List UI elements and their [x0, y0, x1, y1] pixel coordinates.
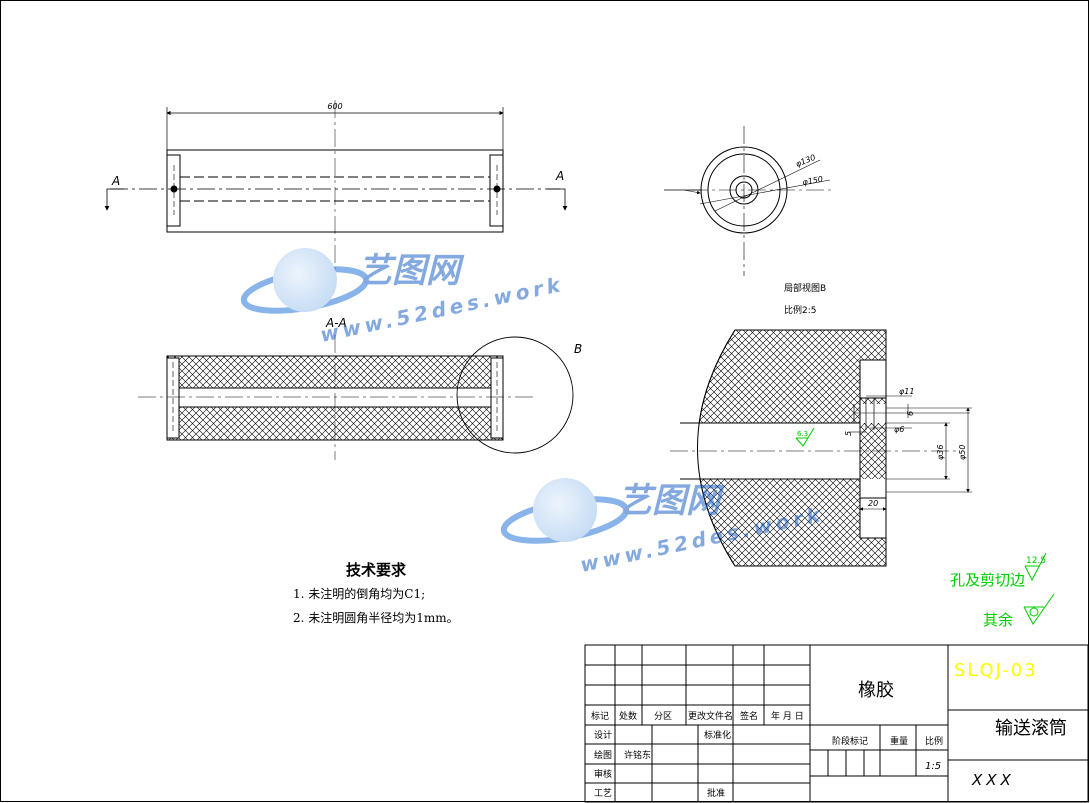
row-approve: 批准 [707, 787, 725, 799]
section-title: A-A [325, 316, 347, 330]
header-zone: 分区 [654, 711, 672, 722]
header-change-doc: 更改文件名 [688, 710, 733, 722]
stage-mark: 阶段标记 [832, 735, 868, 747]
row-process: 工艺 [594, 788, 612, 799]
right-pin [493, 185, 501, 193]
leader-dia150 [699, 179, 831, 205]
tech-req-item-2: 2. 未注明圆角半径均为1mm。 [293, 610, 459, 625]
dim-6: 6 [906, 411, 915, 416]
roughness-12-5-icon [1024, 552, 1047, 582]
roughness-other-icon [1023, 593, 1055, 625]
left-pin [170, 185, 178, 193]
watermark-1: 艺图网 www.52des.work [240, 248, 566, 347]
header-mark: 标记 [591, 710, 609, 722]
surface-note-1-value: 12.5 [1026, 556, 1046, 566]
detail-circle [456, 336, 574, 454]
right-end-cap [489, 154, 504, 227]
detail-callout-label: B [574, 342, 582, 356]
tech-req-heading: 技术要求 [346, 561, 407, 579]
row-design: 设计 [594, 729, 612, 741]
surface-note-1: 孔及剪切边 [950, 571, 1025, 589]
row-standard: 标准化 [704, 729, 731, 741]
section-label-left: A [111, 174, 120, 188]
material: 橡胶 [858, 680, 894, 701]
dim-20: 20 [868, 499, 878, 508]
dim-dia150: φ150 [802, 175, 824, 187]
part-name: 输送滚筒 [995, 718, 1067, 739]
row-draw: 绘图 [594, 749, 612, 761]
drawing-number: SLQJ-03 [954, 660, 1038, 681]
end-view [664, 126, 835, 276]
header-date: 年 月 日 [771, 710, 804, 722]
scale-label: 比例 [925, 735, 943, 747]
title-block [584, 644, 1089, 803]
watermark-brand-1: 艺图网 [358, 251, 465, 291]
detail-scale: 比例2:5 [784, 304, 817, 316]
leader-dia130 [714, 159, 821, 212]
detail-view [670, 329, 972, 567]
tech-req-item-1: 1. 未注明的倒角均为C1; [293, 586, 425, 601]
section-view [138, 335, 574, 460]
row-check: 审核 [594, 768, 612, 780]
weight-label: 重量 [890, 735, 908, 747]
section-label-right: A [555, 169, 564, 183]
surface-notes: 孔及剪切边 12.5 其余 [950, 552, 1055, 629]
dim-hole-11: φ11 [899, 387, 914, 396]
header-count: 处数 [619, 710, 637, 722]
drawer-name: 许铭东 [624, 749, 651, 761]
watermark-brand-2: 艺图网 [618, 481, 725, 521]
left-end-cap [166, 154, 181, 227]
dim-hole-6: φ6 [894, 425, 904, 434]
surface-note-2: 其余 [983, 611, 1013, 629]
front-view [104, 100, 568, 270]
dim-36: φ36 [936, 445, 945, 460]
scale-value: 1:5 [925, 761, 941, 772]
header-signature: 签名 [740, 710, 758, 722]
dim-5: 5 [844, 431, 853, 436]
company: XXX [971, 771, 1015, 789]
detail-title: 局部视图B [784, 282, 826, 294]
dim-dia130: φ130 [794, 153, 816, 169]
dim-50: φ50 [958, 445, 967, 460]
roughness-inner-icon [795, 427, 815, 447]
roughness-inner-value: 6.3 [797, 430, 808, 438]
dim-overall-length: 600 [327, 102, 342, 111]
